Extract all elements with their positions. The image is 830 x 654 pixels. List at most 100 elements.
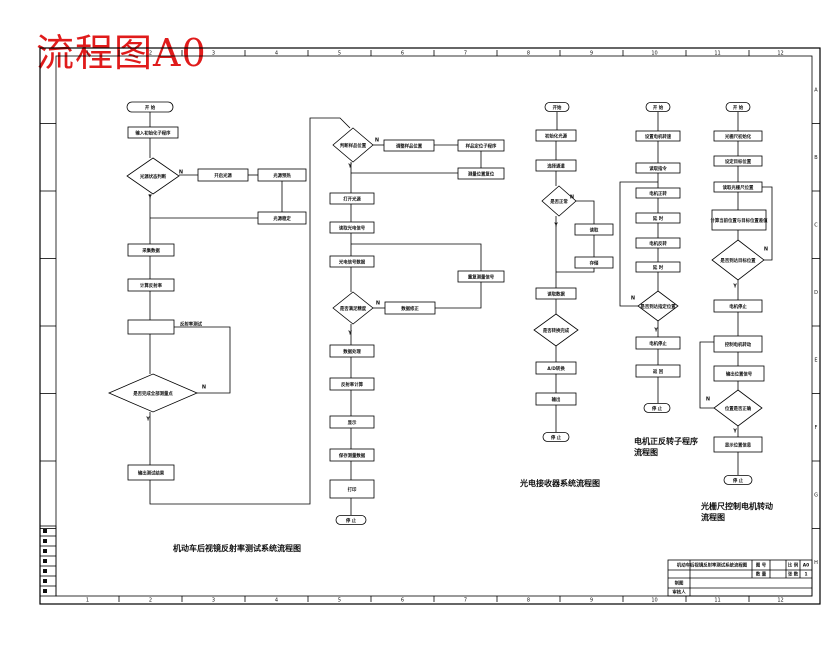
f1-loop-back: [174, 326, 231, 394]
f4-end-terminal: [723, 475, 753, 485]
f2-start-label: 开始: [553, 104, 562, 111]
f1b-b1-box: [383, 139, 435, 152]
f4-a6-label: 控制电机转动: [725, 341, 752, 348]
f3-start-terminal: [645, 102, 671, 112]
col-number-bottom: 7: [464, 598, 467, 604]
f2-end-label: 停 止: [551, 434, 562, 441]
f2-arrow: [556, 268, 595, 273]
f3-no: N: [631, 296, 635, 302]
f4-start-terminal: [725, 102, 751, 112]
col-number-bottom: 8: [527, 598, 530, 604]
revision-mark: [43, 559, 47, 563]
f4-yes-1: Y: [732, 284, 737, 290]
f2-a4-label: A/D转换: [547, 365, 565, 372]
f1b-p2-box: [329, 221, 375, 234]
f1-sample-box: [127, 243, 175, 257]
f1-sample-label: 采集数据: [141, 247, 160, 254]
f3-a8-label: 返 回: [653, 368, 664, 375]
f1b-p6-label: 显示: [348, 419, 357, 426]
f2-start-terminal: [544, 102, 570, 112]
f1b-p8-box: [329, 479, 375, 499]
f1b-d1-diamond: [332, 127, 374, 163]
f4-a4-label: 计算当前位置与目标位置差值: [710, 217, 768, 224]
title-block-cell: 数 量: [756, 571, 767, 578]
f4-yes-2: Y: [732, 429, 737, 435]
col-number-top: 10: [651, 51, 657, 57]
col-number-top: 1: [86, 51, 89, 57]
col-number-top: 2: [149, 51, 152, 57]
f1b-p4-box: [329, 344, 375, 358]
row-letter: E: [814, 357, 817, 363]
revision-strip: [39, 525, 57, 597]
f1-out-box: [127, 464, 175, 481]
f1b-d1-label: 判断样品位置: [340, 142, 367, 149]
f4-a1-label: 光栅尺初始化: [724, 133, 752, 140]
f4-start-label: 开 始: [733, 104, 744, 111]
col-number-bottom: 10: [651, 598, 657, 604]
f2-arrow: [576, 200, 595, 224]
f1b-yes-1: Y: [347, 164, 352, 170]
f1-init-box: [127, 126, 179, 139]
title-block-name: 机动车后视镜反射率测试系统流程图: [677, 562, 748, 569]
f3-a2-label: 读取指令: [649, 165, 667, 172]
f1b-yes-2: Y: [347, 331, 352, 337]
f1b-arrow: [435, 282, 482, 309]
revision-mark: [43, 529, 47, 533]
f1b-no-1: N: [375, 138, 379, 144]
caption-flow3: 电机正反转子程序流程图: [634, 436, 698, 457]
f1-calc-box: [127, 278, 175, 292]
title-block-cell: 制图: [675, 580, 684, 587]
col-number-top: 9: [590, 51, 593, 57]
f1-out-label: 输出测试结果: [138, 470, 165, 477]
f1-init-label: 输入初始化子程序: [135, 130, 171, 137]
f2-d2-label: 是否转换完成: [542, 327, 570, 334]
row-letter: B: [814, 155, 818, 161]
col-number-bottom: 3: [212, 598, 215, 604]
f3-a1-label: 设置电机转速: [645, 133, 672, 140]
f1b-p2-label: 读取光电信号: [339, 225, 366, 232]
f1b-p5-box: [329, 377, 375, 391]
col-number-bottom: 5: [338, 598, 341, 604]
f2-d1-label: 是否正常: [549, 198, 568, 205]
f1b-d2-diamond: [332, 291, 374, 325]
f2-end-terminal: [542, 432, 570, 442]
f2-a3-label: 读取数据: [547, 291, 565, 298]
col-number-bottom: 11: [714, 598, 720, 604]
f4-a4-box: [711, 209, 767, 231]
caption-flow4: 光栅尺控制电机转动流程图: [701, 501, 773, 522]
col-number-top: 12: [777, 51, 783, 57]
f2-a2-label: 选择通道: [547, 163, 565, 170]
f1b-p5-label: 反射率计算: [341, 381, 364, 388]
f1b-p3-box: [329, 255, 375, 268]
col-number-bottom: 6: [401, 598, 404, 604]
f2-a1-label: 初始化光源: [545, 133, 568, 140]
f2-s1-label: 读取: [590, 227, 599, 234]
f1-no-2: N: [202, 385, 206, 391]
col-number-top: 3: [212, 51, 215, 57]
f1b-p4-label: 数据处理: [343, 348, 361, 355]
f1b-p6-box: [329, 415, 375, 429]
f1b-end-terminal: [335, 515, 367, 525]
col-number-bottom: 2: [149, 598, 152, 604]
f3-a7-label: 电机停止: [649, 340, 667, 347]
col-number-bottom: 9: [590, 598, 593, 604]
col-number-bottom: 12: [777, 598, 783, 604]
f1-a2-label: 光源预热: [272, 172, 291, 179]
f4-a7-label: 输出位置信号: [726, 371, 753, 378]
f1-no-1: N: [179, 170, 183, 176]
f1b-end-label: 停 止: [346, 517, 357, 524]
title-block-cell: 图 号: [756, 562, 767, 569]
f1b-b3-label: 测量位置复位: [468, 171, 495, 178]
f2-no: N: [570, 195, 574, 201]
f1-loop-diamond: [107, 373, 199, 413]
f4-end-label: 停 止: [733, 477, 744, 484]
f1-start-label: 开 始: [145, 104, 156, 111]
f1-yes-2: Y: [145, 417, 150, 423]
f1b-p1-label: 打开光源: [343, 196, 361, 203]
f1-blank-box: [127, 319, 175, 335]
caption-flow2: 光电接收器系统流程图: [520, 478, 600, 488]
caption-flow1: 机动车后视镜反射率测试系统流程图: [173, 543, 301, 553]
revision-mark: [43, 539, 47, 543]
